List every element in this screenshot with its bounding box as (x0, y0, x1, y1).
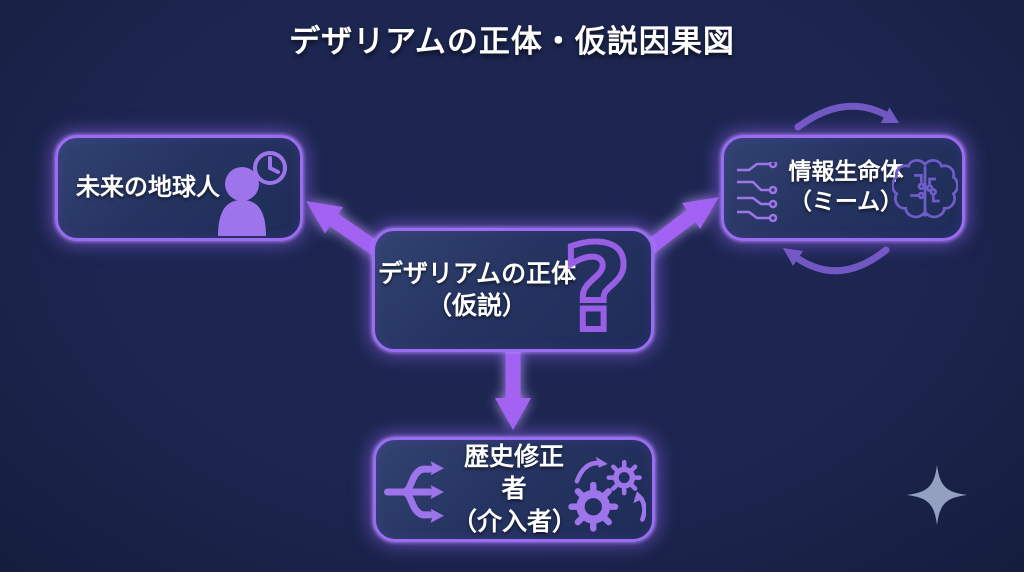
arrowhead-to-info (682, 197, 719, 229)
diagram-title: デザリアムの正体・仮説因果図 (289, 24, 735, 60)
person-clock-icon (218, 151, 287, 236)
node-center-line2: （仮説） (426, 291, 527, 320)
node-history-line1: 歴史修正者 (463, 441, 564, 504)
node-info-label: 情報生命体 （ミーム） (789, 158, 904, 218)
node-history-revisionist: 歴史修正者 （介入者） (373, 437, 655, 542)
brain-circuit-icon (892, 159, 958, 219)
arrowhead-to-history (495, 398, 531, 430)
sparkle-icon (906, 464, 968, 526)
node-info-line1: 情報生命体 (788, 159, 904, 186)
cycle-arrow-bottom (793, 246, 890, 275)
node-information-lifeform: 情報生命体 （ミーム） (721, 135, 965, 241)
node-center-label: デザリアムの正体 （仮説） (378, 258, 576, 323)
node-deserium-identity: デザリアムの正体 （仮説） ? (372, 228, 654, 353)
question-mark-icon: ? (560, 233, 634, 353)
node-center-line1: デザリアムの正体 (377, 258, 577, 288)
circuit-lines-icon (737, 162, 778, 222)
node-future-earthling: 未来の地球人 (55, 135, 303, 241)
cycle-arrowhead-bottom (783, 248, 803, 266)
node-future-label: 未来の地球人 (76, 172, 220, 203)
cycle-arrowhead-top (880, 107, 899, 123)
node-history-label: 歴史修正者 （介入者） (452, 441, 578, 539)
node-history-line2: （介入者） (452, 506, 578, 536)
node-info-line2: （ミーム） (788, 189, 904, 215)
arrowhead-to-future (306, 201, 344, 234)
branch-split-arrows-icon (384, 461, 444, 523)
svg-text:?: ? (563, 233, 631, 353)
cycle-arrow-top (794, 102, 892, 131)
gears-cycle-icon (568, 456, 646, 532)
node-future-line1: 未来の地球人 (76, 173, 220, 202)
